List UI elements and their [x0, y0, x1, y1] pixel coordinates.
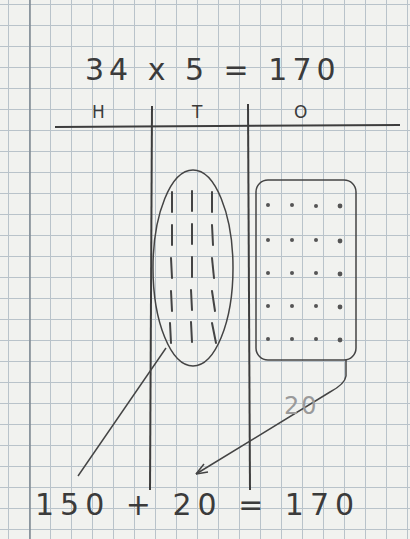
leader-arrowhead — [196, 464, 208, 474]
column-line — [248, 104, 250, 490]
column-header: H — [92, 104, 105, 121]
column-line — [150, 106, 152, 490]
column-header: O — [294, 104, 307, 121]
faint-note: 20 — [284, 394, 319, 418]
column-header: T — [192, 104, 202, 121]
equation-heading: 34 x 5 = 170 — [85, 55, 341, 85]
table-rule — [55, 125, 400, 127]
tally-marks — [170, 191, 216, 343]
ones-dots — [266, 203, 342, 342]
leader-line — [78, 348, 166, 476]
sum-equation: 150 + 20 = 170 — [35, 490, 360, 520]
leader-line — [196, 360, 346, 474]
margin-line — [29, 0, 31, 539]
tens-circle — [153, 170, 233, 366]
ones-box — [256, 180, 356, 360]
